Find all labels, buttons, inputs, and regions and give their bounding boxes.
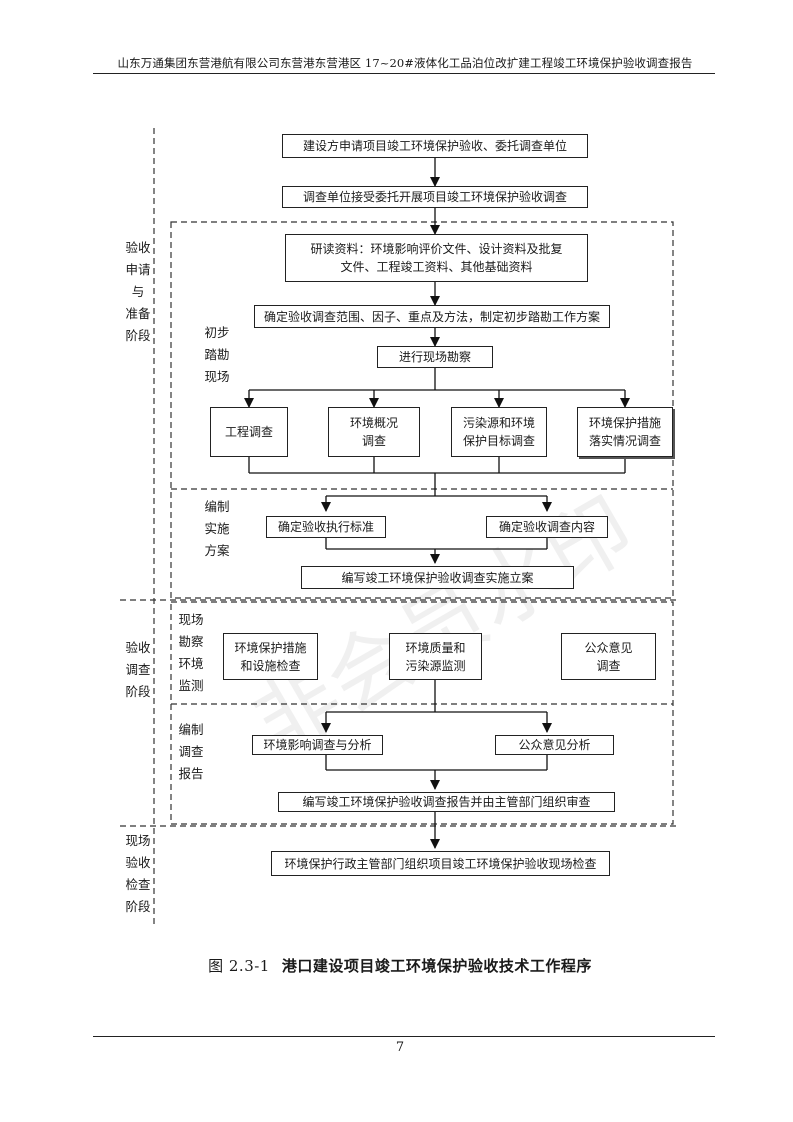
node-environment-overview: 环境概况 调查: [328, 407, 420, 457]
prep-dashed-box: [170, 221, 674, 599]
node-read-docs: 研读资料：环境影响评价文件、设计资料及批复 文件、工程竣工资料、其他基础资料: [285, 234, 588, 282]
substage-label-report: 编制 调查 报告: [178, 722, 204, 781]
node-site-inspection: 环境保护行政主管部门组织项目竣工环境保护验收现场检查: [271, 851, 610, 876]
node-write-report: 编写竣工环境保护验收调查报告并由主管部门组织审查: [278, 792, 615, 812]
substage-label-plan: 编制 实施 方案: [204, 499, 230, 558]
page-number: 7: [395, 1040, 405, 1055]
substage-label-initial-survey: 初步 踏勘 现场: [204, 325, 230, 384]
node-public-analysis: 公众意见分析: [495, 735, 614, 755]
stage-label-investigation: 验收 调查 阶段: [125, 640, 151, 699]
substage-label-field-monitor: 现场 勘察 环境 监测: [178, 612, 204, 693]
node-engineering: 工程调查: [210, 407, 288, 457]
node-accept: 调查单位接受委托开展项目竣工环境保护验收调查: [282, 186, 588, 208]
node-facility-check: 环境保护措施 和设施检查: [223, 633, 318, 680]
stage-label-inspection: 现场 验收 检查 阶段: [125, 833, 151, 914]
node-determine-scope: 确定验收调查范围、因子、重点及方法，制定初步踏勘工作方案: [254, 305, 610, 328]
figure-number: 图 2.3-1: [208, 957, 270, 975]
node-measures-implementation: 环境保护措施 落实情况调查: [577, 407, 673, 457]
node-write-plan: 编写竣工环境保护验收调查实施立案: [301, 566, 574, 589]
stage-label-application: 验收 申请 与 准备 阶段: [125, 240, 151, 343]
survey-dashed-box: [170, 601, 674, 825]
node-public-opinion: 公众意见 调查: [561, 633, 656, 680]
node-impact-analysis: 环境影响调查与分析: [252, 735, 383, 755]
node-pollution-source: 污染源和环境 保护目标调查: [451, 407, 547, 457]
figure-title: 港口建设项目竣工环境保护验收技术工作程序: [281, 957, 592, 975]
node-apply: 建设方申请项目竣工环境保护验收、委托调查单位: [282, 134, 588, 158]
page-header: 山东万通集团东营港航有限公司东营港东营港区 17~20#液体化工品泊位改扩建工程…: [117, 56, 693, 70]
node-field-survey: 进行现场勘察: [377, 346, 493, 368]
node-standard: 确定验收执行标准: [266, 516, 386, 538]
figure-caption: 图 2.3-1 港口建设项目竣工环境保护验收技术工作程序: [160, 955, 640, 976]
header-rule: [93, 73, 715, 74]
node-content: 确定验收调查内容: [486, 516, 608, 538]
footer-rule: [93, 1036, 715, 1037]
node-quality-monitor: 环境质量和 污染源监测: [389, 633, 482, 680]
